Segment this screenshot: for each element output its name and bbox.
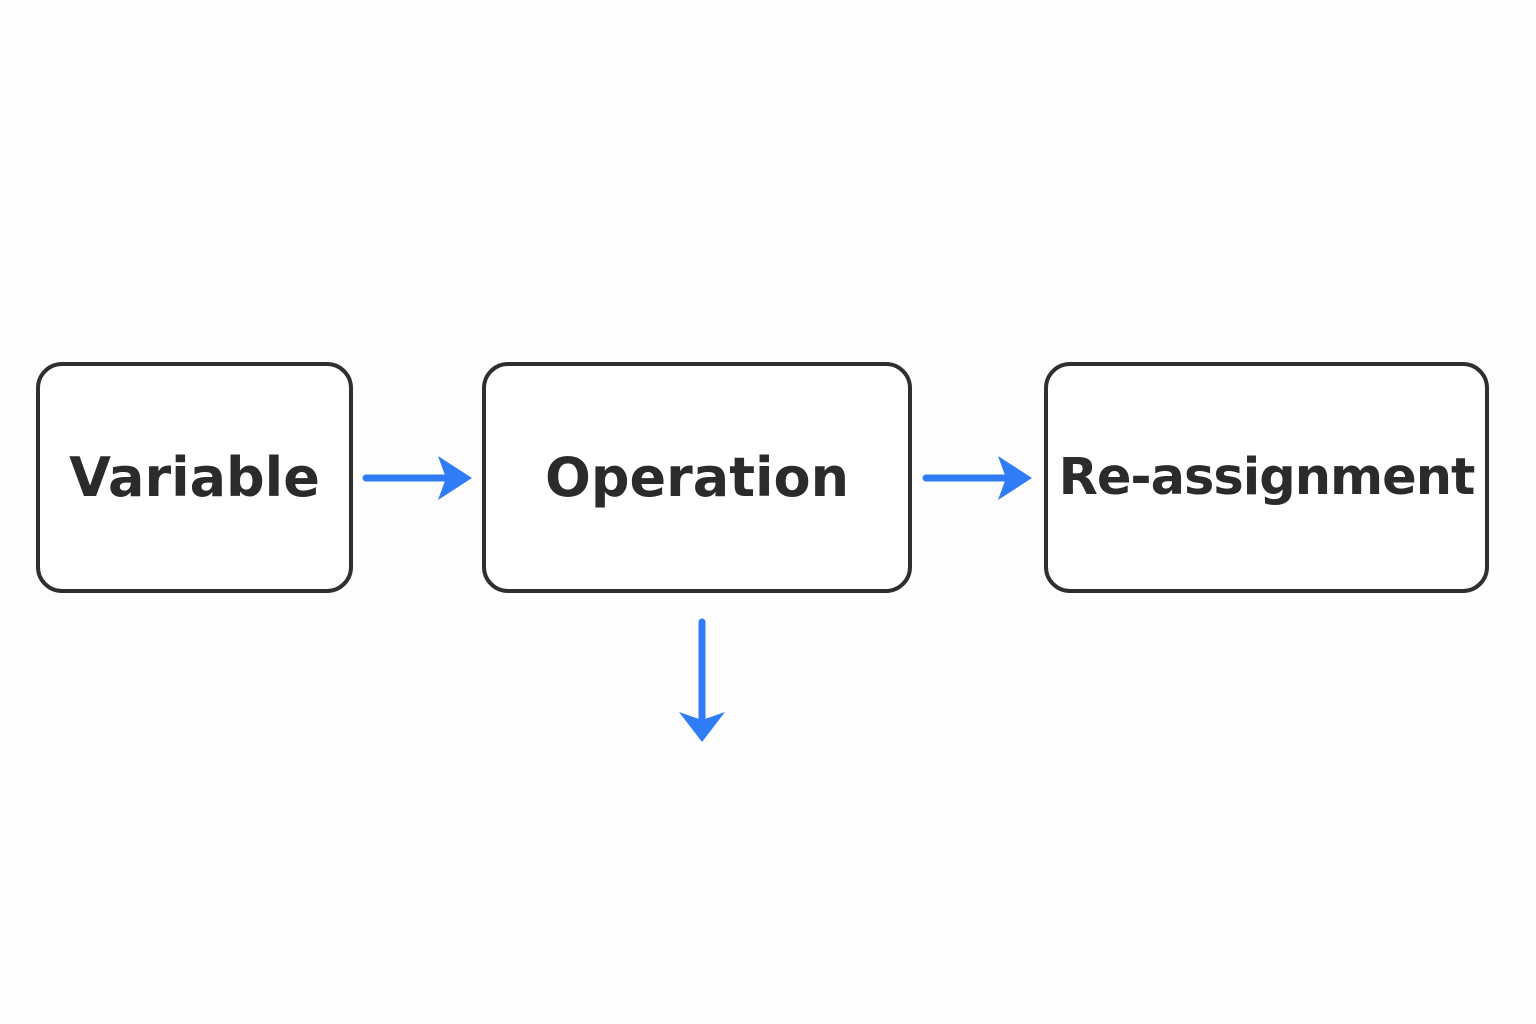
arrow-operation-down bbox=[679, 618, 725, 742]
node-variable: Variable bbox=[36, 362, 353, 593]
arrow-operation-to-reassignment bbox=[922, 456, 1032, 500]
arrow-variable-to-operation bbox=[362, 456, 472, 500]
node-operation-label: Operation bbox=[544, 446, 850, 509]
node-reassignment-label: Re-assignment bbox=[1058, 448, 1476, 507]
node-reassignment: Re-assignment bbox=[1044, 362, 1489, 593]
node-operation: Operation bbox=[482, 362, 912, 593]
node-variable-label: Variable bbox=[69, 446, 320, 509]
